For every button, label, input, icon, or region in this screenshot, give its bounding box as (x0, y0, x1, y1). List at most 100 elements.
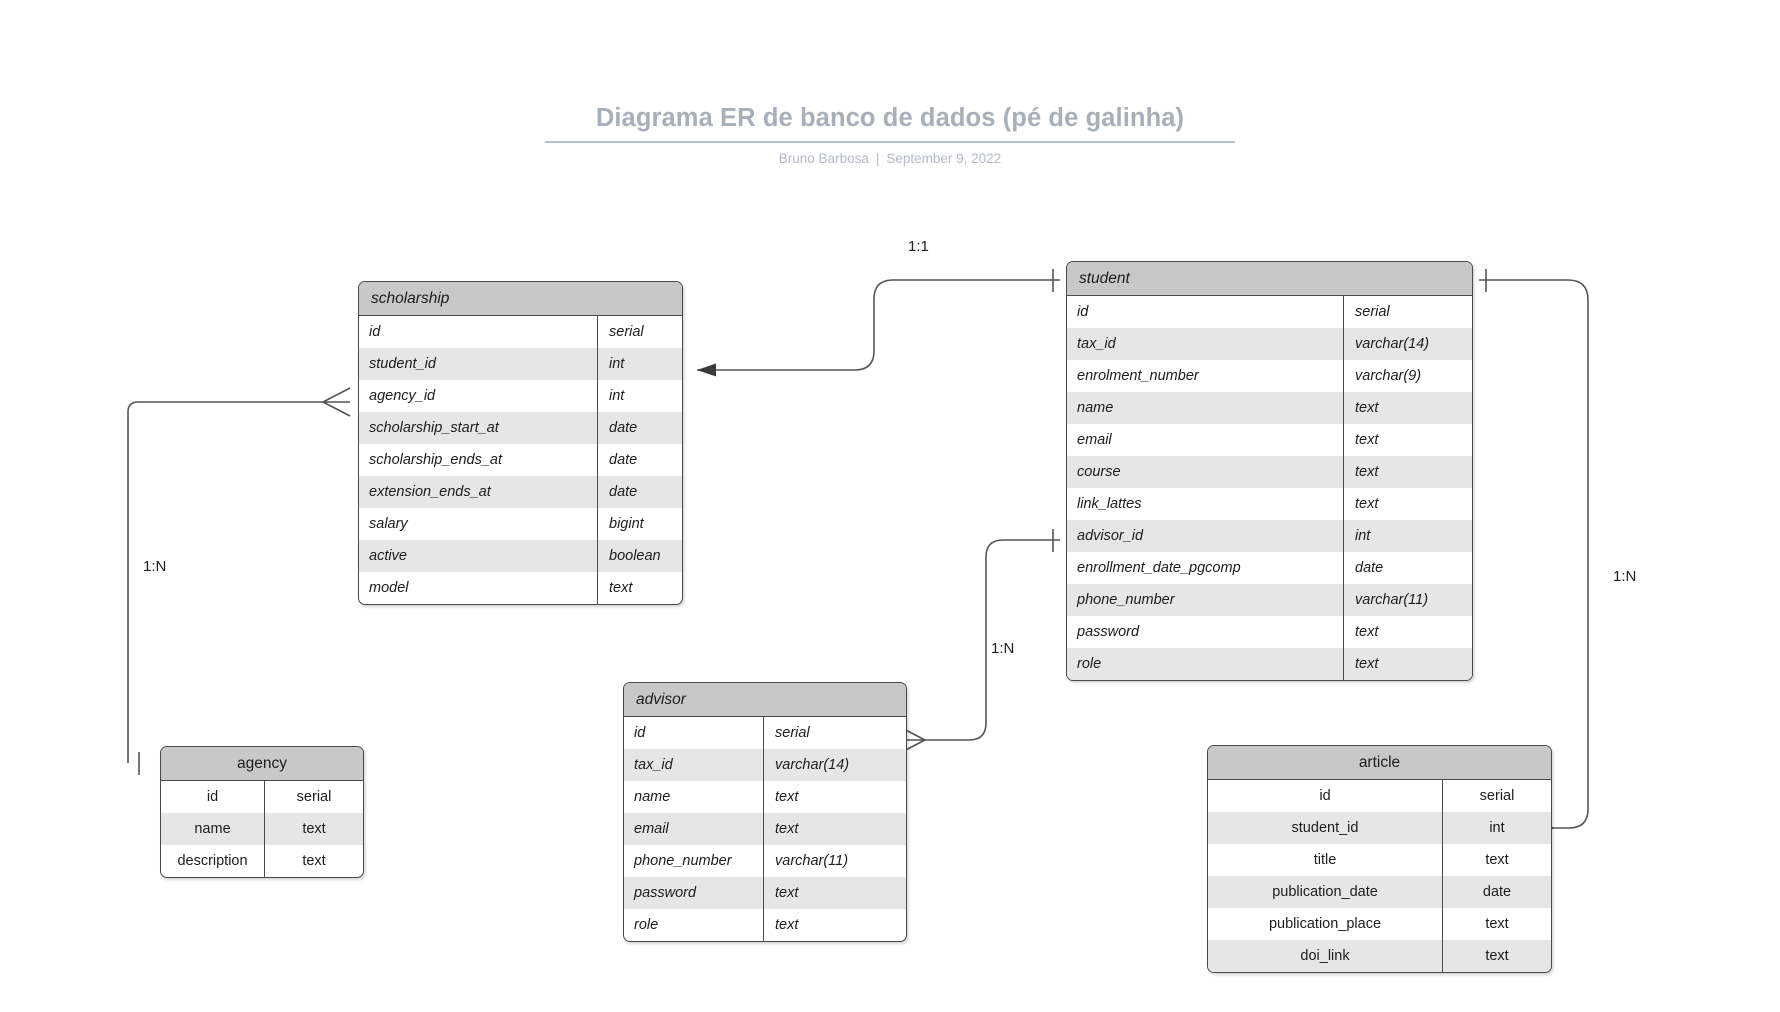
table-row[interactable]: advisor_id int (1067, 520, 1472, 552)
link-agency-scholarship (127, 401, 323, 763)
table-row[interactable]: name text (161, 813, 363, 845)
column-type: text (1355, 432, 1379, 448)
entity-article[interactable]: article id serial student_id int title t… (1207, 745, 1552, 973)
column-type: serial (296, 789, 332, 805)
column-name: phone_number (1067, 584, 1344, 616)
entity-columns: id serial tax_id varchar(14) name text e… (624, 717, 906, 941)
table-row[interactable]: agency_id int (359, 380, 682, 412)
column-name: role (624, 909, 764, 941)
column-type: serial (1479, 788, 1515, 804)
table-row[interactable]: enrollment_date_pgcomp date (1067, 552, 1472, 584)
entity-agency[interactable]: agency id serial name text description t… (160, 746, 364, 878)
table-row[interactable]: model text (359, 572, 682, 604)
table-row[interactable]: salary bigint (359, 508, 682, 540)
table-row[interactable]: role text (624, 909, 906, 941)
column-type: date (609, 484, 638, 500)
table-row[interactable]: id serial (624, 717, 906, 749)
column-type: varchar(9) (1355, 368, 1422, 384)
column-type: text (775, 885, 799, 901)
table-row[interactable]: description text (161, 845, 363, 877)
column-type: text (1355, 656, 1379, 672)
table-row[interactable]: email text (624, 813, 906, 845)
cardinality-label-student-advisor: 1:N (991, 640, 1015, 657)
column-type: text (775, 917, 799, 933)
column-type: text (775, 789, 799, 805)
column-name: active (359, 540, 598, 572)
column-type: text (1485, 948, 1509, 964)
column-type: text (775, 821, 799, 837)
table-row[interactable]: publication_place text (1208, 908, 1551, 940)
table-row[interactable]: id serial (1208, 780, 1551, 812)
table-row[interactable]: name text (1067, 392, 1472, 424)
cardinality-label-student-scholarship: 1:1 (908, 238, 929, 255)
column-name: name (161, 813, 265, 845)
column-name: scholarship_ends_at (359, 444, 598, 476)
marker-arrow-scholarship (697, 363, 716, 377)
column-type: serial (609, 324, 644, 340)
column-name: password (1067, 616, 1344, 648)
column-name: name (624, 781, 764, 813)
table-row[interactable]: title text (1208, 844, 1551, 876)
column-name: publication_place (1208, 908, 1443, 940)
column-name: doi_link (1208, 940, 1443, 972)
table-row[interactable]: email text (1067, 424, 1472, 456)
document-header: Diagrama ER de banco de dados (pé de gal… (0, 104, 1780, 166)
table-row[interactable]: id serial (1067, 296, 1472, 328)
column-type: text (302, 821, 326, 837)
column-type: varchar(11) (1355, 592, 1429, 608)
column-name: scholarship_start_at (359, 412, 598, 444)
table-row[interactable]: extension_ends_at date (359, 476, 682, 508)
entity-scholarship[interactable]: scholarship id serial student_id int age… (358, 281, 683, 605)
column-name: tax_id (624, 749, 764, 781)
table-row[interactable]: doi_link text (1208, 940, 1551, 972)
entity-columns: id serial name text description text (161, 781, 363, 877)
entity-title: advisor (624, 683, 906, 717)
column-name: id (1208, 780, 1443, 812)
entity-title: scholarship (359, 282, 682, 316)
column-type: text (1355, 624, 1379, 640)
table-row[interactable]: publication_date date (1208, 876, 1551, 908)
entity-advisor[interactable]: advisor id serial tax_id varchar(14) nam… (623, 682, 907, 942)
marker-many-scholarship-agency (322, 387, 351, 417)
table-row[interactable]: tax_id varchar(14) (624, 749, 906, 781)
column-type: serial (775, 725, 810, 741)
column-type: text (1485, 916, 1509, 932)
table-row[interactable]: course text (1067, 456, 1472, 488)
column-name: phone_number (624, 845, 764, 877)
column-name: enrolment_number (1067, 360, 1344, 392)
column-type: date (609, 420, 638, 436)
column-name: salary (359, 508, 598, 540)
column-type: text (302, 853, 326, 869)
column-type: varchar(11) (775, 853, 849, 869)
table-row[interactable]: link_lattes text (1067, 488, 1472, 520)
column-name: id (624, 717, 764, 749)
table-row[interactable]: name text (624, 781, 906, 813)
table-row[interactable]: phone_number varchar(11) (624, 845, 906, 877)
table-row[interactable]: scholarship_ends_at date (359, 444, 682, 476)
table-row[interactable]: phone_number varchar(11) (1067, 584, 1472, 616)
table-row[interactable]: id serial (161, 781, 363, 813)
table-row[interactable]: enrolment_number varchar(9) (1067, 360, 1472, 392)
entity-columns: id serial student_id int title text publ… (1208, 780, 1551, 972)
table-row[interactable]: role text (1067, 648, 1472, 680)
entity-title: student (1067, 262, 1472, 296)
column-name: title (1208, 844, 1443, 876)
table-row[interactable]: student_id int (359, 348, 682, 380)
table-row[interactable]: student_id int (1208, 812, 1551, 844)
table-row[interactable]: password text (1067, 616, 1472, 648)
table-row[interactable]: tax_id varchar(14) (1067, 328, 1472, 360)
entity-student[interactable]: student id serial tax_id varchar(14) enr… (1066, 261, 1473, 681)
table-row[interactable]: scholarship_start_at date (359, 412, 682, 444)
column-type: int (609, 388, 625, 404)
column-type: date (609, 452, 638, 468)
column-name: publication_date (1208, 876, 1443, 908)
column-name: link_lattes (1067, 488, 1344, 520)
entity-columns: id serial tax_id varchar(14) enrolment_n… (1067, 296, 1472, 680)
column-type: text (1355, 400, 1379, 416)
cardinality-label-student-article: 1:N (1613, 568, 1637, 585)
column-name: id (359, 316, 598, 348)
table-row[interactable]: password text (624, 877, 906, 909)
table-row[interactable]: id serial (359, 316, 682, 348)
column-name: name (1067, 392, 1344, 424)
table-row[interactable]: active boolean (359, 540, 682, 572)
